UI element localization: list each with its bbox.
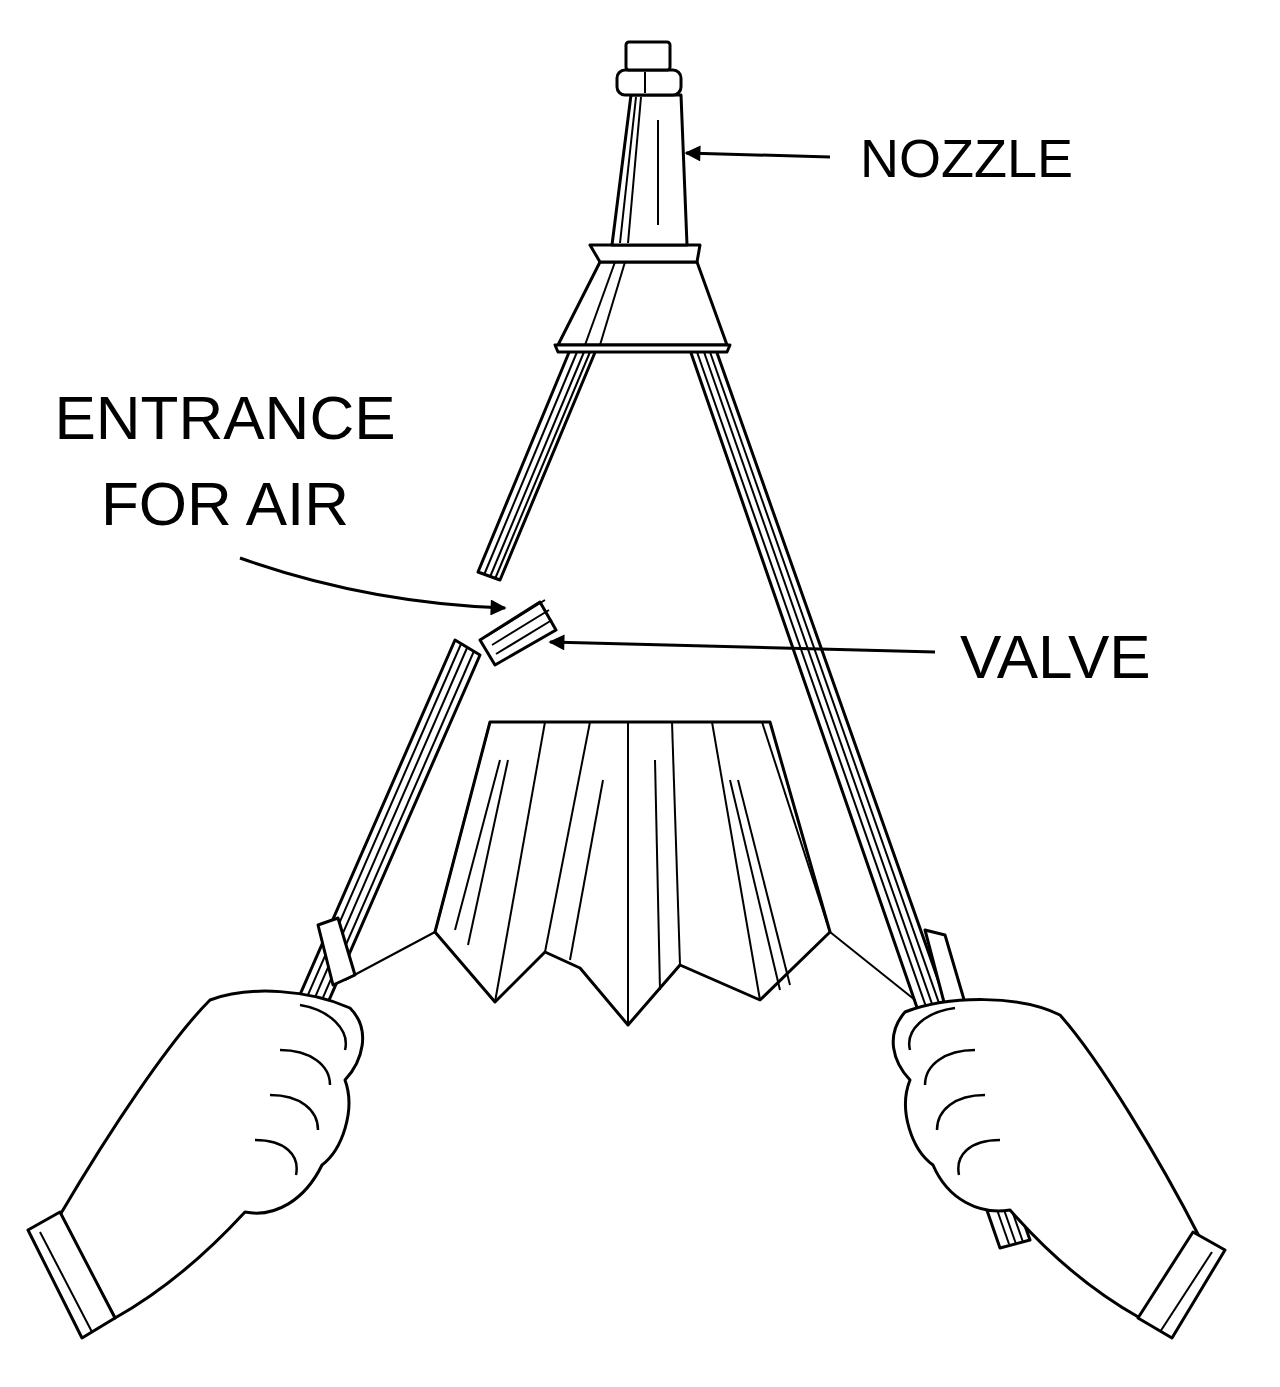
leader-line	[240, 558, 505, 608]
part-label: VALVE	[960, 622, 1240, 692]
part-label: NOZZLE	[860, 128, 1160, 188]
leader-line	[550, 642, 935, 652]
part-label: ENTRANCE FOR AIR	[25, 375, 425, 547]
leader-line	[686, 153, 830, 157]
